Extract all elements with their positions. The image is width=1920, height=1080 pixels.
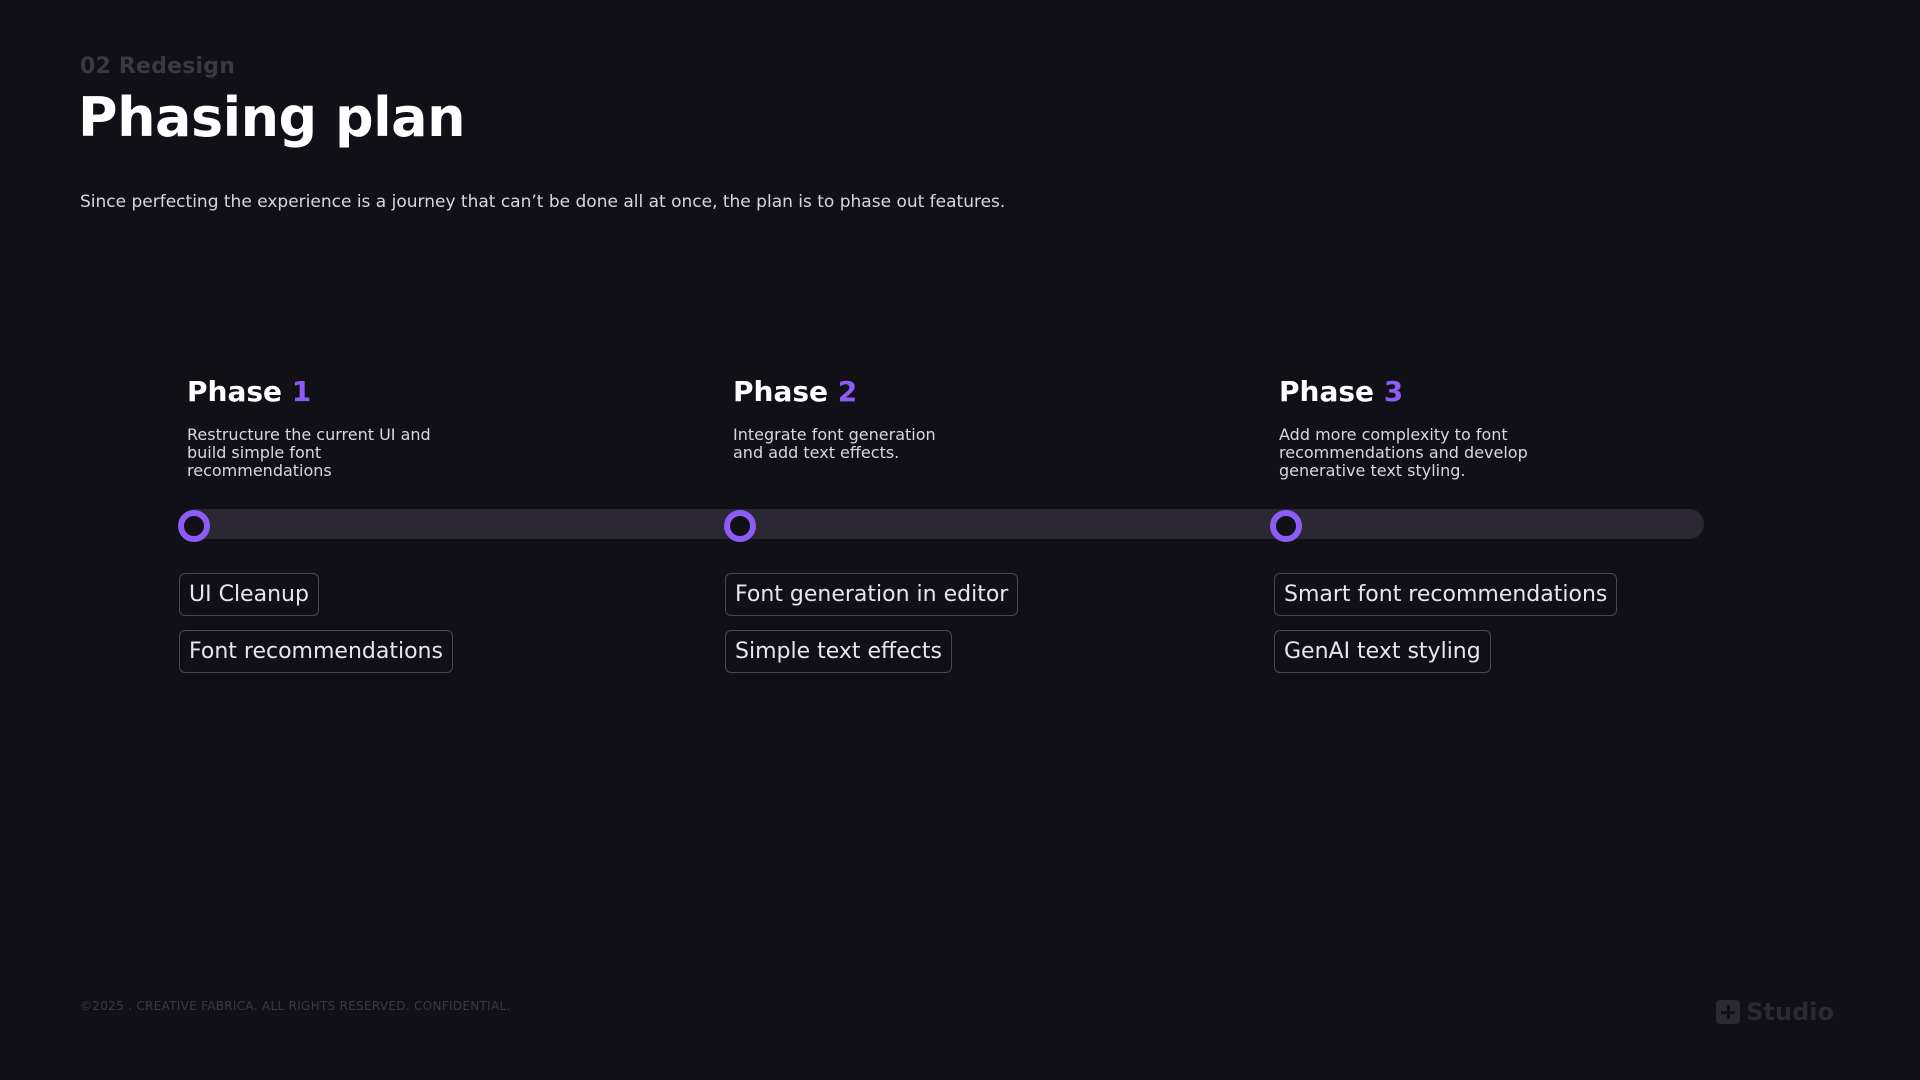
feature-chip: GenAI text styling xyxy=(1274,630,1491,673)
phase-2: Phase 2 Integrate font generation and ad… xyxy=(733,374,1173,462)
feature-chip: Smart font recommendations xyxy=(1274,573,1618,616)
phase-1: Phase 1 Restructure the current UI and b… xyxy=(187,374,627,480)
phase-3-marker xyxy=(1270,510,1302,542)
phase-number: 2 xyxy=(837,375,858,408)
phase-2-features: Font generation in editor Simple text ef… xyxy=(725,573,1019,673)
brand-logo: Studio xyxy=(1716,998,1834,1026)
copyright-footer: ©2025 . CREATIVE FABRICA. ALL RIGHTS RES… xyxy=(80,999,511,1013)
phase-label: Phase xyxy=(187,375,283,408)
phase-label: Phase xyxy=(733,375,829,408)
timeline-track xyxy=(180,509,1704,539)
phase-label: Phase xyxy=(1279,375,1375,408)
phase-1-description: Restructure the current UI and build sim… xyxy=(187,425,431,480)
phase-number: 3 xyxy=(1383,375,1404,408)
feature-chip: UI Cleanup xyxy=(179,573,319,616)
phase-1-marker xyxy=(178,510,210,542)
phase-number: 1 xyxy=(291,375,312,408)
phase-2-heading: Phase 2 xyxy=(733,374,1173,410)
feature-chip: Simple text effects xyxy=(725,630,952,673)
feature-chip: Font generation in editor xyxy=(725,573,1019,616)
phase-2-marker xyxy=(724,510,756,542)
feature-chip: Font recommendations xyxy=(179,630,453,673)
phase-1-heading: Phase 1 xyxy=(187,374,627,410)
section-eyebrow: 02 Redesign xyxy=(80,54,236,79)
page-title: Phasing plan xyxy=(78,86,466,149)
phase-1-features: UI Cleanup Font recommendations xyxy=(179,573,453,673)
phase-3-features: Smart font recommendations GenAI text st… xyxy=(1274,573,1618,673)
phase-3-description: Add more complexity to font recommendati… xyxy=(1279,425,1528,480)
page-subtitle: Since perfecting the experience is a jou… xyxy=(80,192,1006,212)
brand-name: Studio xyxy=(1746,998,1834,1026)
phase-2-description: Integrate font generation and add text e… xyxy=(733,425,936,462)
phase-3-heading: Phase 3 xyxy=(1279,374,1719,410)
phase-3: Phase 3 Add more complexity to font reco… xyxy=(1279,374,1719,480)
plus-logo-icon xyxy=(1716,1000,1741,1024)
